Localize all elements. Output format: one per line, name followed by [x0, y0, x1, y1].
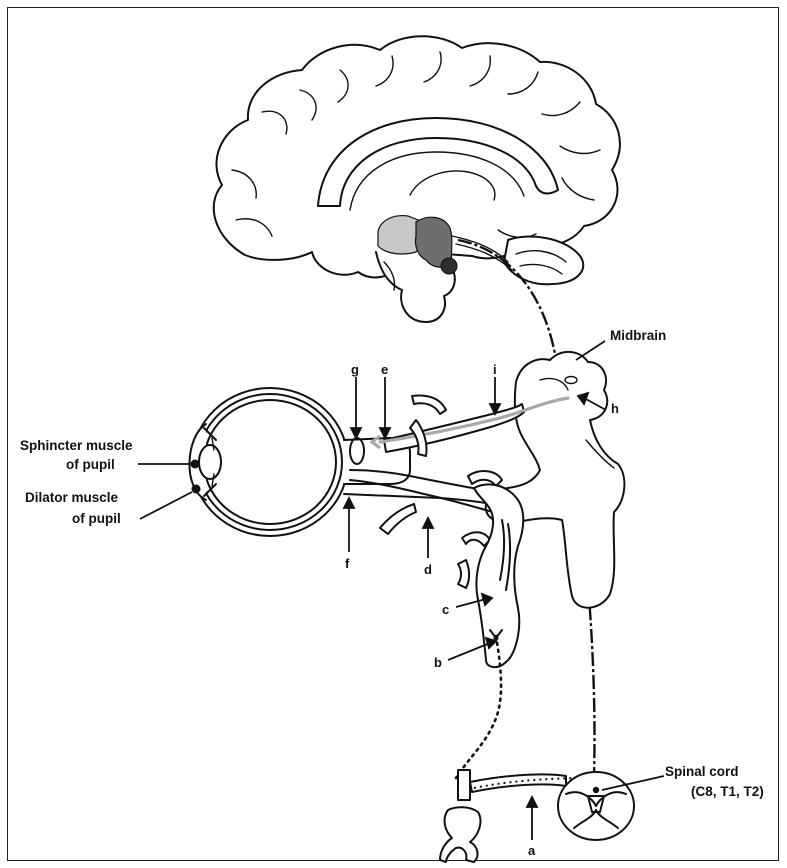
sphincter-label-line2: of pupil: [66, 457, 115, 472]
label-b: b: [434, 655, 442, 670]
label-c: c: [442, 602, 449, 617]
label-f: f: [345, 556, 350, 571]
label-e: e: [381, 362, 388, 377]
eye: [189, 388, 410, 536]
label-g: g: [351, 362, 359, 377]
dilator-muscle: [192, 485, 201, 494]
hypothalamus-dark: [441, 258, 457, 274]
cerebellum: [504, 237, 583, 285]
label-d: d: [424, 562, 432, 577]
brain: [214, 36, 620, 322]
dilator-label-line1: Dilator muscle: [25, 490, 119, 505]
spinal-cord-label-line2: (C8, T1, T2): [691, 784, 764, 799]
label-i: i: [493, 362, 497, 377]
preganglionic-fiber: [470, 774, 566, 792]
label-a: a: [528, 843, 536, 858]
spinal-cord-label-line1: Spinal cord: [665, 764, 739, 779]
dilator-label-line2: of pupil: [72, 511, 121, 526]
spinal-cord: [558, 772, 634, 840]
lens: [199, 445, 221, 479]
label-h: h: [611, 401, 619, 416]
carotid-artery: [474, 484, 523, 667]
midbrain-label: Midbrain: [610, 328, 666, 343]
sphincter-label-line1: Sphincter muscle: [20, 438, 133, 453]
sphincter-muscle: [191, 460, 200, 469]
